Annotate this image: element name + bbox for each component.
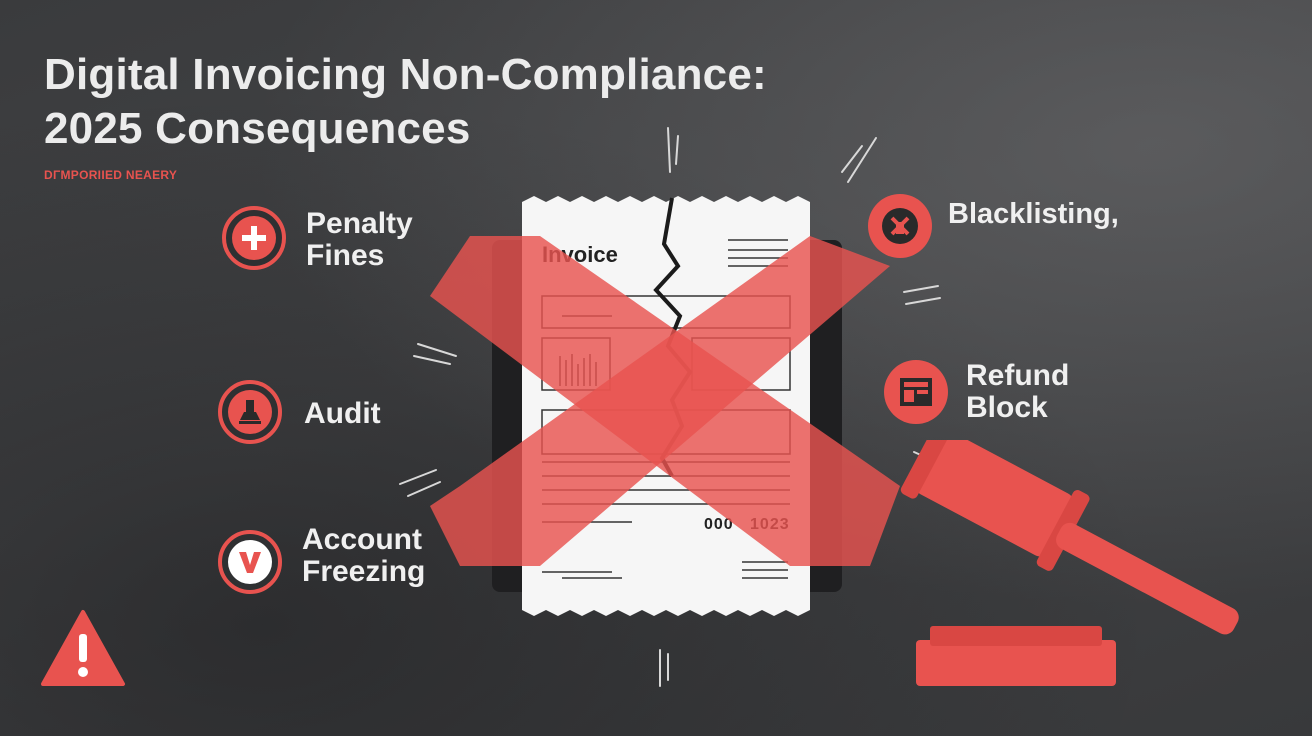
check-v-icon: [228, 540, 272, 584]
account-freezing-label: Account Freezing: [302, 523, 426, 588]
audit-stamp-icon: [228, 390, 272, 434]
penalty-badge: [222, 206, 286, 270]
blacklisting-label: Blacklisting,: [948, 198, 1119, 230]
refund-block-icon: [884, 360, 948, 424]
audit-badge: [218, 380, 282, 444]
plus-icon: [232, 216, 276, 260]
red-x-mark: [430, 236, 900, 566]
subtitle: DΓMPORIIED NEAERY: [44, 168, 178, 182]
gavel-icon: [900, 440, 1239, 686]
title-line-2: 2025 Consequences: [44, 104, 471, 153]
penalty-fines-label: Penalty Fines: [306, 207, 413, 272]
blacklist-icon: [868, 194, 932, 258]
audit-label: Audit: [304, 397, 381, 430]
title-line-1: Digital Invoicing Non-Compliance:: [44, 50, 767, 99]
page-title: Digital Invoicing Non-Compliance: 2025 C…: [44, 48, 767, 156]
freezing-badge: [218, 530, 282, 594]
refund-block-label: Refund Block: [966, 359, 1070, 424]
warning-triangle-icon: [41, 610, 125, 686]
